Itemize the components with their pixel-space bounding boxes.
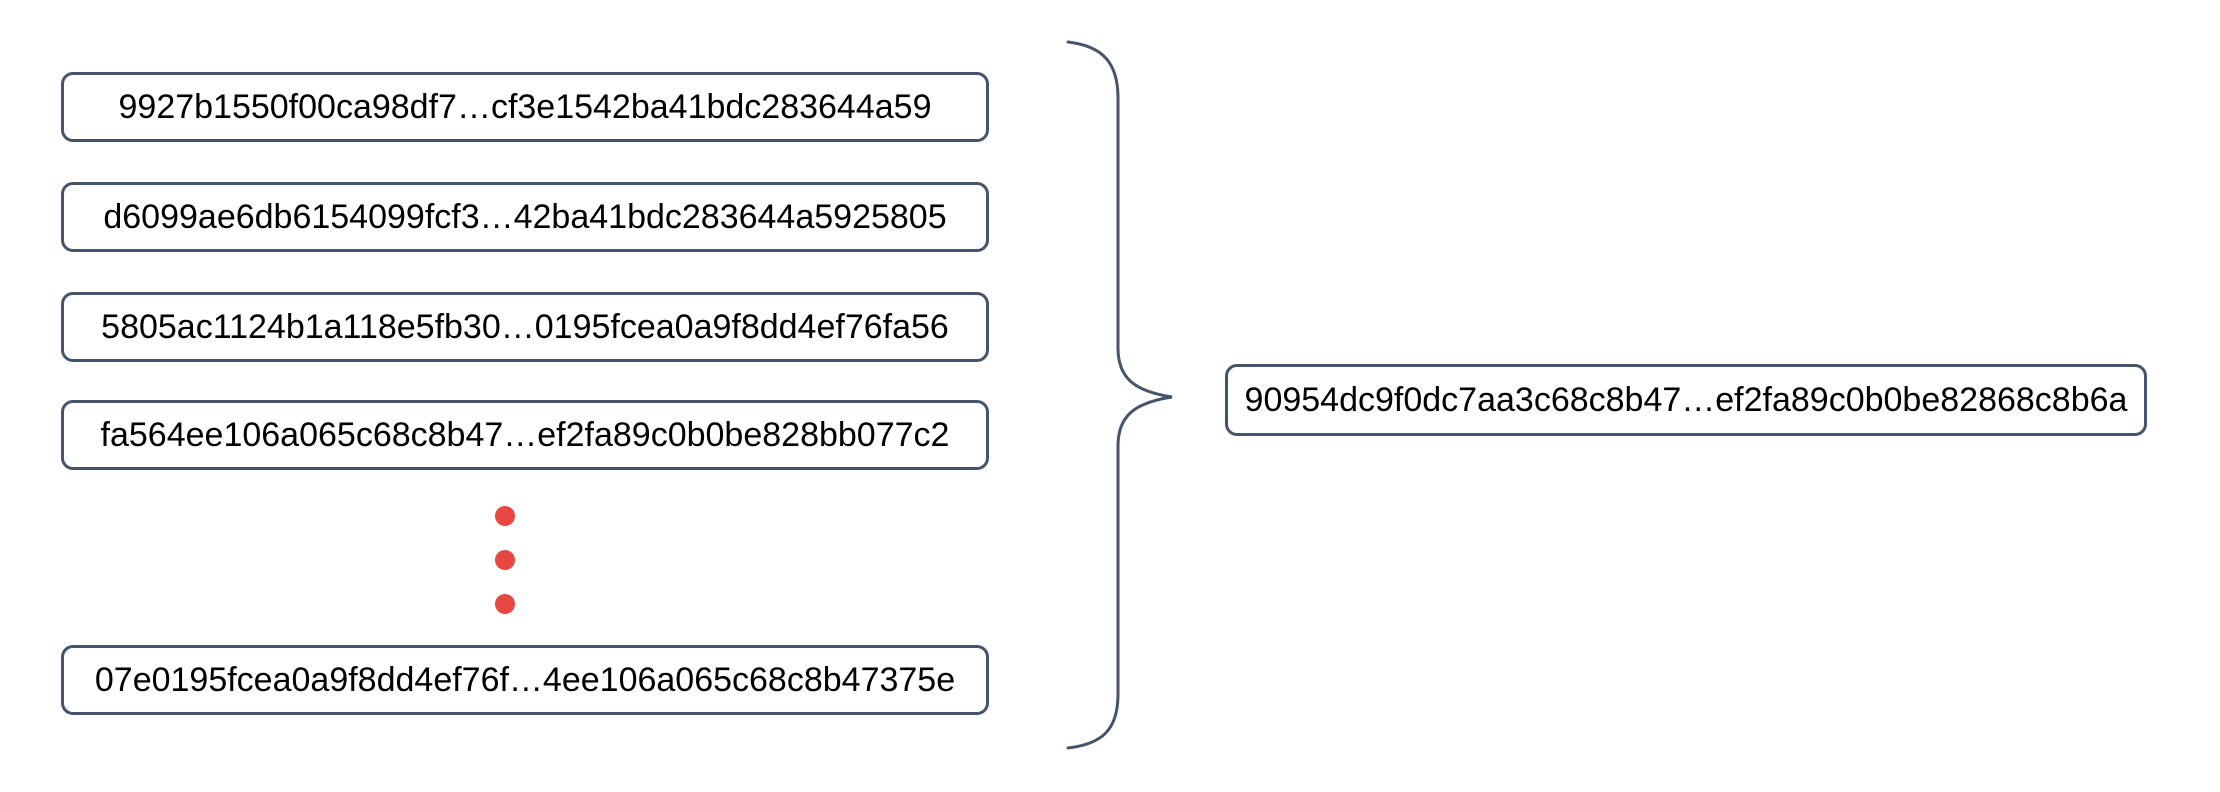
hash-box-3-label: 5805ac1124b1a118e5fb30…0195fcea0a9f8dd4e…	[101, 307, 949, 346]
hash-box-2: d6099ae6db6154099fcf3…42ba41bdc283644a59…	[61, 182, 989, 252]
combined-hash-box: 90954dc9f0dc7aa3c68c8b47…ef2fa89c0b0be82…	[1225, 364, 2147, 436]
hash-box-2-label: d6099ae6db6154099fcf3…42ba41bdc283644a59…	[103, 197, 947, 236]
hash-box-3: 5805ac1124b1a118e5fb30…0195fcea0a9f8dd4e…	[61, 292, 989, 362]
ellipsis-dot-icon	[495, 506, 515, 526]
curly-brace-path	[1066, 40, 1173, 750]
ellipsis-dot-icon	[495, 594, 515, 614]
combined-hash-label: 90954dc9f0dc7aa3c68c8b47…ef2fa89c0b0be82…	[1244, 380, 2128, 419]
hash-box-4: fa564ee106a065c68c8b47…ef2fa89c0b0be828b…	[61, 400, 989, 470]
hash-box-4-label: fa564ee106a065c68c8b47…ef2fa89c0b0be828b…	[100, 415, 950, 454]
ellipsis-dot-icon	[495, 550, 515, 570]
hash-box-5: 07e0195fcea0a9f8dd4ef76f…4ee106a065c68c8…	[61, 645, 989, 715]
hash-box-1-label: 9927b1550f00ca98df7…cf3e1542ba41bdc28364…	[118, 87, 932, 126]
hash-box-1: 9927b1550f00ca98df7…cf3e1542ba41bdc28364…	[61, 72, 989, 142]
hash-box-5-label: 07e0195fcea0a9f8dd4ef76f…4ee106a065c68c8…	[94, 660, 956, 699]
